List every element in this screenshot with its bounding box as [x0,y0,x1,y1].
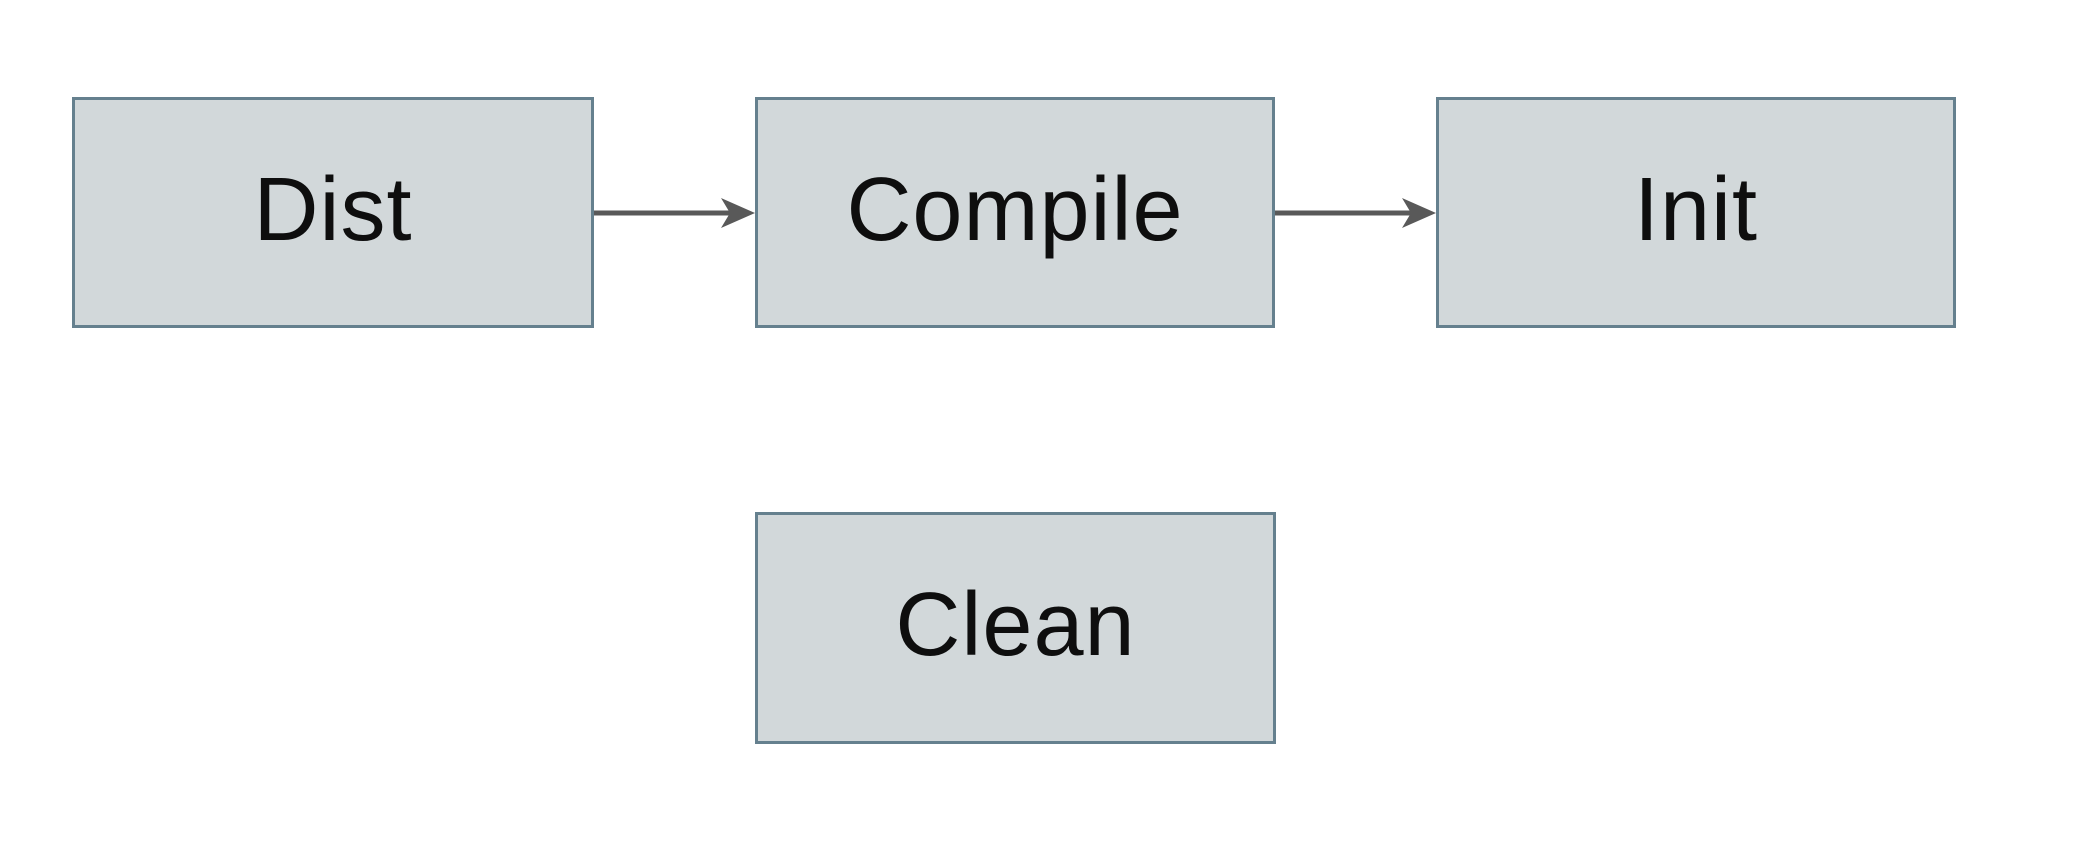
node-clean-label: Clean [895,575,1136,675]
arrow-head-icon [1402,198,1436,228]
node-dist-label: Dist [253,159,413,260]
arrow-head-icon [721,198,755,228]
node-dist: Dist [72,97,594,328]
arrow-compile-to-init [1275,198,1436,228]
node-compile: Compile [755,97,1275,328]
node-init-label: Init [1633,159,1759,260]
node-compile-label: Compile [846,159,1184,260]
node-clean: Clean [755,512,1276,744]
node-init: Init [1436,97,1956,328]
arrow-dist-to-compile [594,198,755,228]
